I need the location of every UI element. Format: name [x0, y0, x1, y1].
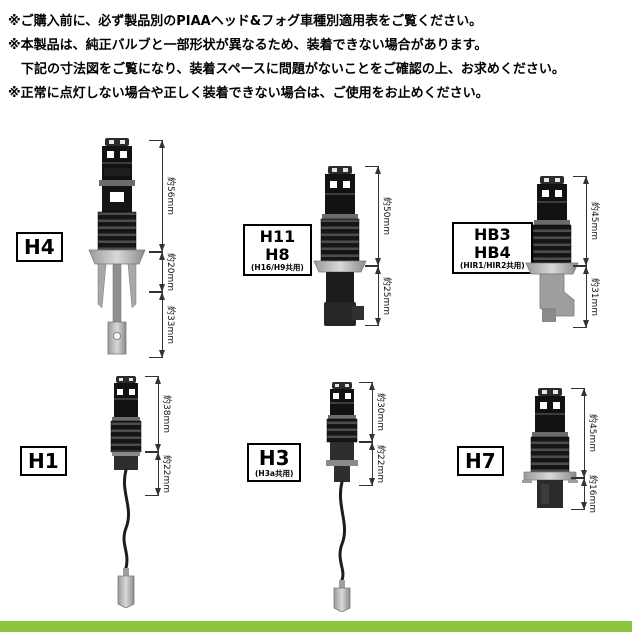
- dimension-h11-base: 約25mm: [365, 266, 391, 326]
- dimension-h1-base: 約22mm: [145, 452, 171, 496]
- dimension-h1-height: 約38mm: [145, 376, 171, 452]
- bulb-name: HB4: [474, 242, 511, 262]
- bulb-name: H3: [258, 446, 290, 470]
- note-line-1: ※ご購入前に、必ず製品別のPIAAヘッド&フォグ車種別適用表をご覧ください。: [8, 14, 483, 29]
- dimension-value: 約38mm: [161, 395, 171, 433]
- dimension-arrow: [369, 382, 375, 442]
- dimension-arrow: [375, 266, 381, 326]
- bulb-name: H1: [28, 449, 59, 473]
- dimension-h4-base: 約33mm: [149, 292, 175, 358]
- footer-green-bar: [0, 621, 632, 632]
- dimension-h4-flange: 約20mm: [149, 252, 175, 292]
- dimension-value: 約33mm: [165, 306, 175, 344]
- bulb-type-label-h3: H3 (H3a共用): [247, 443, 302, 483]
- dimension-value: 約56mm: [165, 177, 175, 215]
- note-line-2: ※本製品は、純正バルブと一部形状が異なるため、装着できない場合があります。: [8, 38, 488, 54]
- bulb-compat-note: (H16/H9共用): [251, 263, 304, 273]
- dimension-hb3-base: 約31mm: [573, 266, 599, 328]
- dimension-h3-height: 約30mm: [359, 382, 385, 442]
- h1-bulb-illustration: [110, 376, 142, 608]
- bulb-compat-note: (HIR1/HIR2共用): [460, 261, 525, 271]
- dimension-arrow: [159, 252, 165, 292]
- note-line-4: ※正常に点灯しない場合や正しく装着できない場合は、ご使用をお止めください。: [8, 86, 489, 102]
- dimension-value: 約16mm: [587, 475, 597, 513]
- dimension-value: 約31mm: [589, 278, 599, 316]
- dimension-value: 約22mm: [375, 445, 385, 483]
- dimension-arrow: [155, 376, 161, 452]
- h7-bulb-illustration: [522, 388, 578, 508]
- dimension-value: 約30mm: [375, 393, 385, 431]
- h4-bulb-illustration: [88, 138, 146, 355]
- dimension-value: 約22mm: [161, 455, 171, 493]
- bulb-name: H4: [24, 235, 55, 259]
- bulb-type-label-h11-h8: H11 H8 (H16/H9共用): [243, 224, 312, 277]
- dimension-arrow: [155, 452, 161, 496]
- dimension-value: 約50mm: [381, 197, 391, 235]
- h3-bulb-illustration: [326, 382, 358, 612]
- bulb-type-label-h7: H7: [457, 446, 504, 476]
- dimension-arrow: [581, 388, 587, 478]
- bulb-type-label-hb3-hb4: HB3 HB4 (HIR1/HIR2共用): [452, 222, 533, 275]
- bulb-name: H8: [265, 244, 290, 264]
- note-line-3: 下記の寸法図をご覧になり、装着スペースに問題がないことをご確認の上、お求めくださ…: [21, 62, 565, 78]
- dimension-h11-height: 約50mm: [365, 166, 391, 266]
- dimension-arrow: [583, 176, 589, 266]
- dimension-value: 約25mm: [381, 277, 391, 315]
- bulb-name: H11: [259, 227, 296, 246]
- dimension-h4-height: 約56mm: [149, 140, 175, 252]
- bulb-name: H7: [465, 449, 496, 473]
- dimension-arrow: [159, 140, 165, 252]
- dimension-h7-height: 約45mm: [571, 388, 597, 478]
- bulb-name: HB3: [474, 225, 511, 244]
- bulb-type-label-h1: H1: [20, 446, 67, 476]
- bulb-type-label-h4: H4: [16, 232, 63, 262]
- bulb-compat-note: (H3a共用): [255, 469, 294, 478]
- caution-notes: ※ご購入前に、必ず製品別のPIAAヘッド&フォグ車種別適用表をご覧ください。 ※…: [8, 10, 628, 106]
- dimension-value: 約45mm: [587, 414, 597, 452]
- dimension-arrow: [369, 442, 375, 486]
- dimension-arrow: [159, 292, 165, 358]
- dimension-value: 約45mm: [589, 202, 599, 240]
- h11-bulb-illustration: [313, 166, 367, 326]
- dimension-arrow: [583, 266, 589, 328]
- dimension-h3-base: 約22mm: [359, 442, 385, 486]
- dimension-arrow: [375, 166, 381, 266]
- dimension-arrow: [581, 478, 587, 510]
- dimension-h7-base: 約16mm: [571, 475, 597, 513]
- dimension-value: 約20mm: [165, 253, 175, 291]
- hb3-bulb-illustration: [525, 176, 579, 322]
- dimension-hb3-height: 約45mm: [573, 176, 599, 266]
